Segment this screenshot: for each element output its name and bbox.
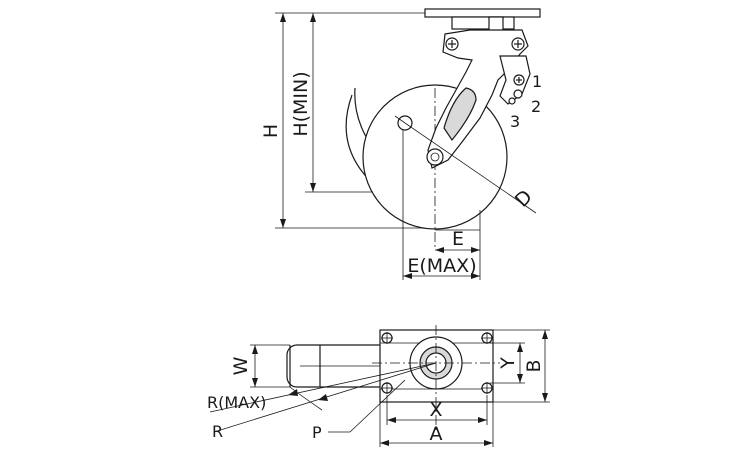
bolt-hole-icon [481,382,493,394]
label-p: P [312,423,322,442]
label-d: D [511,186,537,212]
dimension-x [386,395,488,425]
callout-1: 1 [532,72,542,91]
label-x: X [429,399,442,421]
label-h-min: H(MIN) [290,71,312,136]
label-y: Y [497,357,519,370]
dimension-d [404,122,537,214]
dimension-y [490,342,525,384]
label-e-max: E(MAX) [407,255,476,277]
top-view: W Y [207,325,550,447]
callout-3: 3 [510,112,520,131]
dimension-e-max [403,273,480,279]
top-plate [424,8,541,18]
screw-icon [511,37,525,51]
dimension-b [493,329,550,403]
dimension-e [402,130,481,280]
screw-icon [445,37,459,51]
bolt-hole-icon [481,332,493,344]
bolt-hole-icon [381,332,393,344]
dimension-w [250,344,290,388]
label-b: B [523,359,545,372]
label-w: W [230,356,252,375]
dimension-a [379,402,494,447]
screw-icon [513,74,525,86]
label-a: A [430,423,443,445]
axle-nut-icon [426,148,444,166]
callout-2: 2 [531,97,541,116]
label-e: E [452,228,464,250]
bolt-hole-icon [381,382,393,394]
dimension-h [275,12,435,229]
label-r-max: R(MAX) [207,393,266,412]
label-h: H [260,124,282,138]
side-view: H H(MIN) [260,8,542,280]
label-r: R [212,422,223,441]
radius-r-max-line [209,362,437,413]
